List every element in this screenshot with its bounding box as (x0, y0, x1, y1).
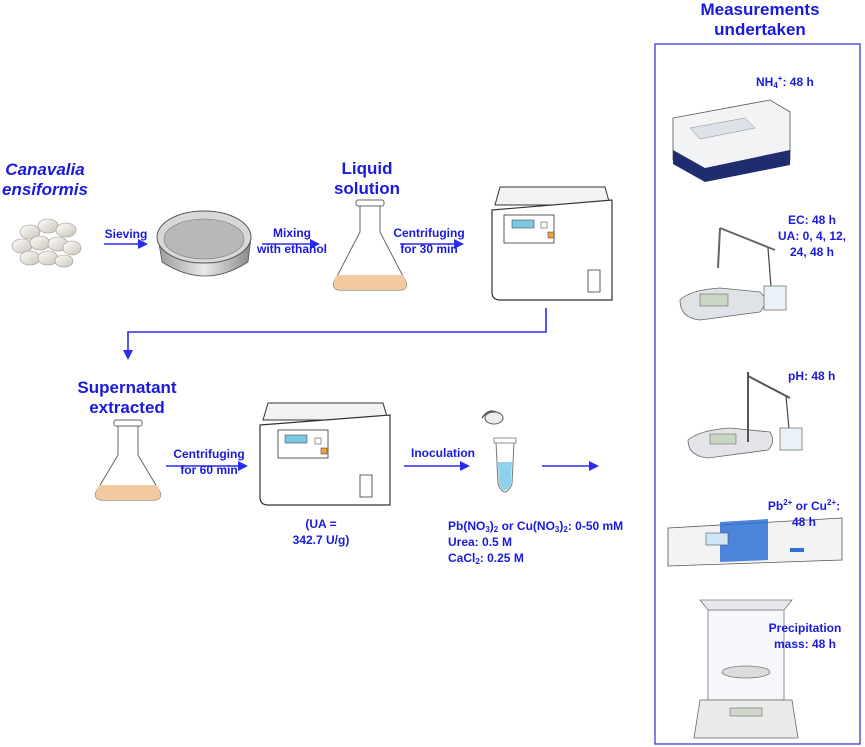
ec-measurement: EC: 48 h (787, 213, 836, 227)
cacl2-concentration: CaCl2: 0.25 M (448, 551, 524, 566)
centrifuge-1-image (491, 186, 613, 301)
ec-ua-measurement: EC: 48 h UA: 0, 4, 12, 24, 48 h (772, 212, 852, 260)
liquid-line2: solution (333, 179, 401, 198)
ec-meter-image (679, 227, 787, 321)
inoculation-label: Inoculation (411, 446, 475, 460)
flow-arrows (104, 239, 599, 471)
eppendorf-tube-image (481, 410, 517, 493)
centrifuge-1-line2: for 30 min (400, 242, 458, 256)
aas-instrument-image (667, 517, 843, 567)
precipitation-line2: mass: 48 h (773, 637, 837, 651)
nh4-measurement: NH4+: 48 h (756, 74, 814, 90)
metal-measurement-line2: 48 h (791, 515, 816, 529)
solution-composition: Pb(NO3)2 or Cu(NO3)2: 0-50 mM Urea: 0.5 … (448, 518, 623, 566)
ph-meter-image (687, 372, 803, 459)
liquid-line1: Liquid (341, 159, 393, 178)
measurements-panel (654, 43, 861, 745)
source-name-line2: ensiformis (2, 180, 88, 199)
ua-line2: 342.7 U/g) (292, 533, 350, 547)
measurements-title-line1: Measurements (700, 0, 820, 19)
measurements-title-line2: undertaken (714, 20, 806, 39)
source-name-line1: Canavalia (5, 160, 85, 179)
supernatant-line1: Supernatant (77, 378, 177, 397)
metal-concentration: Pb(NO3)2 or Cu(NO3)2: 0-50 mM (448, 519, 624, 534)
mixing-line2: with ethanol (257, 242, 327, 256)
supernatant-line2: extracted (89, 398, 165, 417)
beans-image (11, 218, 82, 268)
precipitation-measurement: Precipitation mass: 48 h (758, 620, 852, 652)
ua-value-label: (UA = 342.7 U/g) (276, 516, 366, 548)
flask-liquid-solution (333, 199, 407, 291)
sieve-image (156, 210, 252, 277)
supernatant-label: Supernatant extracted (72, 378, 182, 418)
centrifuge-2-image (259, 402, 391, 506)
centrifuge-1-label: Centrifuging for 30 min (390, 225, 468, 257)
centrifuge-2-line2: for 60 min (180, 463, 238, 477)
ua-line1: (UA = (305, 517, 337, 531)
centrifuge-2-line1: Centrifuging (173, 447, 245, 461)
liquid-solution-label: Liquid solution (322, 159, 412, 199)
ua-measurement-line1: UA: 0, 4, 12, (777, 229, 847, 243)
arrow-return (123, 308, 547, 360)
centrifuge-2-label: Centrifuging for 60 min (168, 446, 250, 478)
sieving-label: Sieving (104, 227, 148, 241)
metal-measurement: Pb2+ or Cu2+: 48 h (752, 498, 856, 530)
source-label: Canavalia ensiformis (0, 160, 90, 200)
ph-measurement: pH: 48 h (788, 369, 836, 383)
spectrophotometer-image (672, 99, 791, 182)
mixing-label: Mixing with ethanol (256, 225, 328, 257)
ua-measurement-line2: 24, 48 h (789, 245, 835, 259)
flask-supernatant (95, 419, 161, 501)
metal-measurement-line1: Pb2+ or Cu2+: (767, 498, 841, 514)
analytical-balance-image (693, 599, 799, 739)
urea-concentration: Urea: 0.5 M (448, 535, 513, 549)
centrifuge-1-line1: Centrifuging (393, 226, 465, 240)
precipitation-line1: Precipitation (768, 621, 842, 635)
mixing-line1: Mixing (273, 226, 311, 240)
measurements-title: Measurements undertaken (660, 0, 860, 40)
